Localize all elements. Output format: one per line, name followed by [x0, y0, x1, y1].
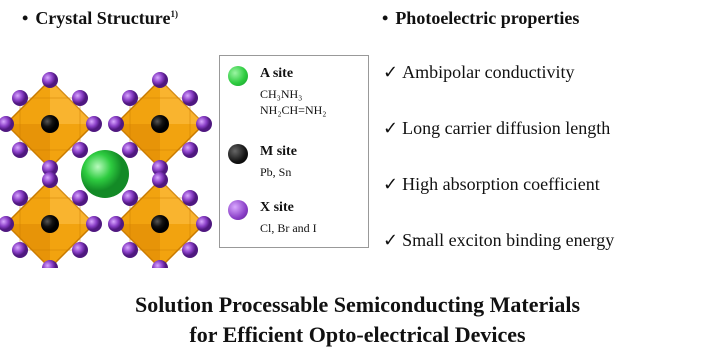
x-site-atom	[152, 260, 168, 268]
check-icon: ✓	[383, 174, 399, 195]
footer-line-1: Solution Processable Semiconducting Mate…	[134, 292, 581, 317]
m-site-elements: Pb, Sn	[260, 165, 292, 179]
property-label: Small exciton binding energy	[402, 230, 615, 250]
x-site-atom	[122, 90, 138, 106]
x-site-atom	[42, 172, 58, 188]
x-site-atom	[108, 116, 124, 132]
m-site-atom	[151, 115, 169, 133]
property-exciton: ✓Small exciton binding energy	[383, 230, 614, 251]
reference-marker: 1)	[170, 9, 178, 19]
octahedron-facet	[116, 124, 160, 168]
octahedron-facet	[50, 80, 94, 124]
x-site-atom	[42, 260, 58, 268]
property-absorption: ✓High absorption coefficient	[383, 174, 600, 195]
check-icon: ✓	[383, 62, 399, 83]
x-site-atom	[182, 90, 198, 106]
crystal-structure-heading: • Crystal Structure1)	[22, 8, 178, 29]
a-site-cation-2: NH₂CH=NH₂	[260, 103, 327, 117]
x-site-atom	[0, 216, 14, 232]
x-site-atom	[152, 172, 168, 188]
a-site-atom	[81, 150, 129, 198]
x-site-atom	[12, 190, 28, 206]
property-label: Ambipolar conductivity	[402, 62, 575, 82]
property-label: Long carrier diffusion length	[402, 118, 611, 138]
x-site-atom	[196, 216, 212, 232]
x-site-atom	[122, 142, 138, 158]
x-site-atom	[196, 116, 212, 132]
property-label: High absorption coefficient	[402, 174, 600, 194]
x-site-atom	[152, 72, 168, 88]
x-site-title: X site	[260, 200, 294, 215]
x-site-atom	[86, 216, 102, 232]
x-site-atom	[72, 242, 88, 258]
a-site-title: A site	[260, 66, 294, 81]
check-icon: ✓	[383, 230, 399, 251]
x-site-atom	[122, 242, 138, 258]
x-site-elements: Cl, Br and I	[260, 221, 317, 235]
bullet: •	[382, 8, 389, 28]
x-site-atom	[72, 90, 88, 106]
octahedron-facet	[50, 180, 94, 224]
bullet: •	[22, 8, 29, 28]
x-site-atom	[182, 242, 198, 258]
x-site-atom	[42, 72, 58, 88]
a-site-cation-1: CH₃NH₃	[260, 87, 303, 101]
property-diffusion-length: ✓Long carrier diffusion length	[383, 118, 610, 139]
octahedron-facet	[160, 80, 204, 124]
x-site-atom	[122, 190, 138, 206]
photoelectric-heading: • Photoelectric properties	[382, 8, 579, 29]
octahedron-facet	[6, 224, 50, 268]
x-site-atom	[72, 142, 88, 158]
m-site-atom	[41, 115, 59, 133]
property-ambipolar: ✓Ambipolar conductivity	[383, 62, 575, 83]
x-site-atom	[12, 142, 28, 158]
x-site-atom	[182, 142, 198, 158]
x-site-marker	[228, 200, 248, 220]
x-site-atom	[12, 242, 28, 258]
m-site-atom	[151, 215, 169, 233]
octahedron-facet	[6, 124, 50, 168]
x-site-atom	[86, 116, 102, 132]
perovskite-crystal-structure	[0, 72, 212, 268]
x-site-atom	[42, 160, 58, 176]
footer-line-2: for Efficient Opto-electrical Devices	[189, 322, 526, 347]
check-icon: ✓	[383, 118, 399, 139]
x-site-atom	[182, 190, 198, 206]
x-site-atom	[12, 90, 28, 106]
crystal-structure-title: Crystal Structure	[35, 8, 171, 28]
x-site-atom	[152, 160, 168, 176]
x-site-atom	[72, 190, 88, 206]
m-site-title: M site	[260, 144, 297, 159]
site-legend: A site CH₃NH₃ NH₂CH=NH₂ M site Pb, Sn X …	[219, 55, 369, 248]
m-site-atom	[41, 215, 59, 233]
octahedron-facet	[116, 224, 160, 268]
a-site-marker	[228, 66, 248, 86]
photoelectric-title: Photoelectric properties	[395, 8, 580, 28]
x-site-atom	[0, 116, 14, 132]
octahedron-facet	[160, 180, 204, 224]
x-site-atom	[108, 216, 124, 232]
m-site-marker	[228, 144, 248, 164]
